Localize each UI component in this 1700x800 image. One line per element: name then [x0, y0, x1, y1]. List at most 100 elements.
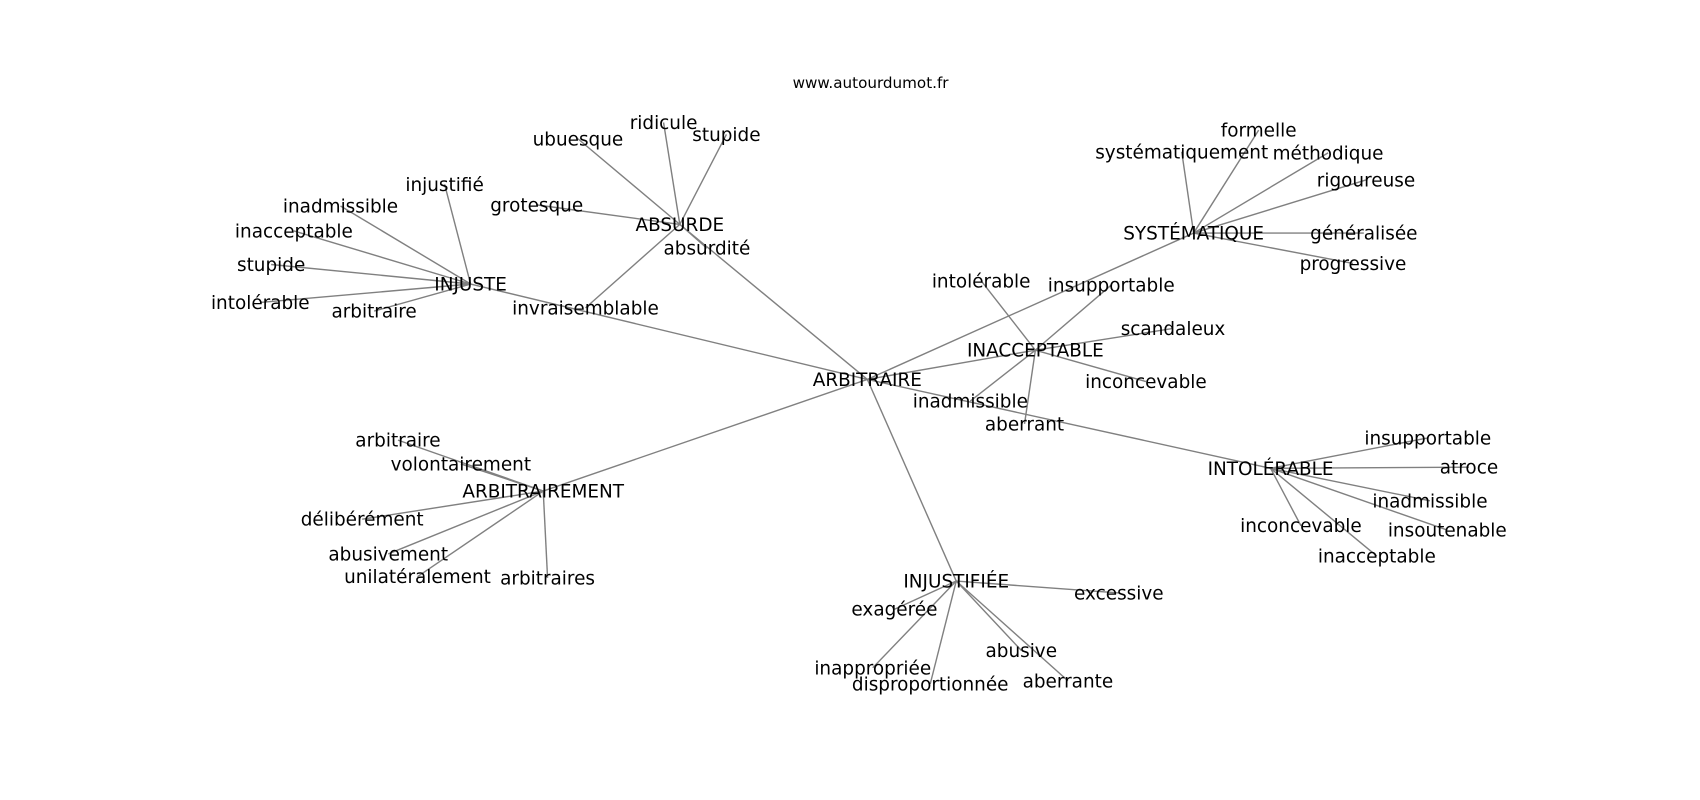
- hub-node[interactable]: ABSURDE: [635, 215, 724, 236]
- edge: [387, 490, 544, 555]
- hub-node[interactable]: SYSTÉMATIQUE: [1123, 223, 1264, 245]
- edge: [1035, 349, 1147, 383]
- edges: [260, 122, 1469, 685]
- edge: [460, 463, 544, 492]
- edge: [542, 378, 868, 492]
- nodes: ARBITRAIREABSURDEubuesqueridiculestupide…: [211, 113, 1507, 696]
- leaf-node[interactable]: scandaleux: [1121, 319, 1226, 340]
- leaf-node[interactable]: ridicule: [630, 113, 698, 134]
- edge: [956, 580, 1119, 594]
- edge: [1193, 179, 1367, 234]
- hub-node[interactable]: ARBITRAIREMENT: [462, 482, 624, 503]
- leaf-node[interactable]: inacceptable: [235, 221, 353, 242]
- edge: [1270, 437, 1428, 469]
- leaf-node[interactable]: méthodique: [1273, 143, 1384, 164]
- leaf-node[interactable]: inadmissible: [913, 392, 1028, 413]
- leaf-node[interactable]: arbitraire: [331, 302, 416, 323]
- leaf-node[interactable]: arbitraire: [355, 431, 440, 452]
- edge: [969, 349, 1036, 402]
- leaf-node[interactable]: abusivement: [328, 544, 448, 565]
- edge: [577, 138, 681, 225]
- leaf-node[interactable]: inadmissible: [1372, 491, 1487, 512]
- leaf-node[interactable]: intolérable: [932, 271, 1031, 292]
- edge: [1270, 467, 1431, 502]
- edge: [929, 580, 957, 685]
- leaf-node[interactable]: stupide: [692, 125, 760, 146]
- site-title: www.autourdumot.fr: [793, 74, 950, 92]
- leaf-node[interactable]: stupide: [237, 255, 305, 276]
- leaf-node[interactable]: atroce: [1440, 458, 1498, 479]
- leaf-node[interactable]: inconcevable: [1240, 516, 1362, 537]
- edge: [373, 283, 471, 312]
- leaf-node[interactable]: systématiquement: [1095, 142, 1268, 163]
- edge: [679, 134, 728, 225]
- leaf-node[interactable]: ubuesque: [533, 129, 624, 150]
- leaf-node[interactable]: excessive: [1074, 583, 1164, 604]
- leaf-node[interactable]: inappropriée: [814, 658, 931, 679]
- edge: [1193, 152, 1329, 234]
- leaf-node[interactable]: exagérée: [851, 600, 937, 621]
- leaf-node[interactable]: progressive: [1300, 254, 1407, 275]
- edge: [867, 232, 1194, 381]
- edge: [585, 223, 681, 309]
- edge: [1181, 151, 1195, 234]
- edge: [980, 280, 1036, 351]
- edge: [417, 490, 544, 578]
- edge: [894, 580, 957, 610]
- leaf-node[interactable]: unilatéralement: [344, 567, 491, 588]
- leaf-node[interactable]: abusive: [985, 641, 1057, 662]
- edge: [260, 283, 471, 304]
- leaf-node[interactable]: formelle: [1221, 121, 1297, 142]
- hub-node[interactable]: INTOLÉRABLE: [1208, 458, 1334, 480]
- edge: [955, 580, 1069, 682]
- leaf-node[interactable]: absurdité: [664, 239, 751, 260]
- leaf-node[interactable]: invraisemblable: [512, 298, 659, 319]
- leaf-node[interactable]: arbitraires: [500, 568, 595, 589]
- edge: [271, 263, 471, 285]
- leaf-node[interactable]: inacceptable: [1318, 547, 1436, 568]
- edge: [679, 223, 708, 249]
- edge: [362, 490, 544, 520]
- leaf-node[interactable]: grotesque: [490, 195, 583, 216]
- hub-node[interactable]: INJUSTE: [434, 275, 507, 296]
- edge: [1270, 466, 1469, 469]
- leaf-node[interactable]: injustifié: [405, 175, 483, 196]
- leaf-node[interactable]: aberrante: [1023, 671, 1114, 692]
- hub-node[interactable]: INACCEPTABLE: [967, 341, 1104, 362]
- edge: [662, 122, 681, 225]
- edge: [866, 379, 957, 582]
- edge: [293, 230, 471, 285]
- leaf-node[interactable]: disproportionnée: [852, 675, 1009, 696]
- edge: [1270, 467, 1378, 557]
- root-node[interactable]: ARBITRAIRE: [813, 370, 922, 391]
- edge: [679, 223, 868, 380]
- edge: [1035, 327, 1174, 351]
- edge: [1269, 467, 1302, 527]
- edge: [1034, 284, 1112, 351]
- leaf-node[interactable]: insupportable: [1364, 428, 1491, 449]
- edge: [443, 184, 472, 285]
- edge: [1270, 467, 1448, 531]
- edge: [536, 204, 680, 226]
- leaf-node[interactable]: intolérable: [211, 293, 310, 314]
- hub-node[interactable]: INJUSTIFIÉE: [903, 571, 1009, 593]
- edge: [872, 580, 957, 669]
- edge: [1193, 129, 1260, 234]
- edge: [867, 378, 1271, 469]
- leaf-node[interactable]: rigoureuse: [1317, 170, 1415, 191]
- edge: [542, 491, 549, 578]
- edge: [867, 349, 1036, 381]
- leaf-node[interactable]: insupportable: [1048, 276, 1175, 297]
- leaf-node[interactable]: insoutenable: [1388, 521, 1507, 542]
- edge: [1023, 350, 1037, 424]
- leaf-node[interactable]: délibérément: [301, 510, 424, 531]
- edge: [955, 580, 1022, 651]
- leaf-node[interactable]: aberrant: [985, 414, 1064, 435]
- edge: [340, 205, 471, 285]
- edge: [1193, 232, 1354, 265]
- leaf-node[interactable]: inadmissible: [283, 196, 398, 217]
- leaf-node[interactable]: volontairement: [391, 454, 531, 475]
- leaf-node[interactable]: inconcevable: [1085, 372, 1207, 393]
- leaf-node[interactable]: généralisée: [1310, 224, 1417, 245]
